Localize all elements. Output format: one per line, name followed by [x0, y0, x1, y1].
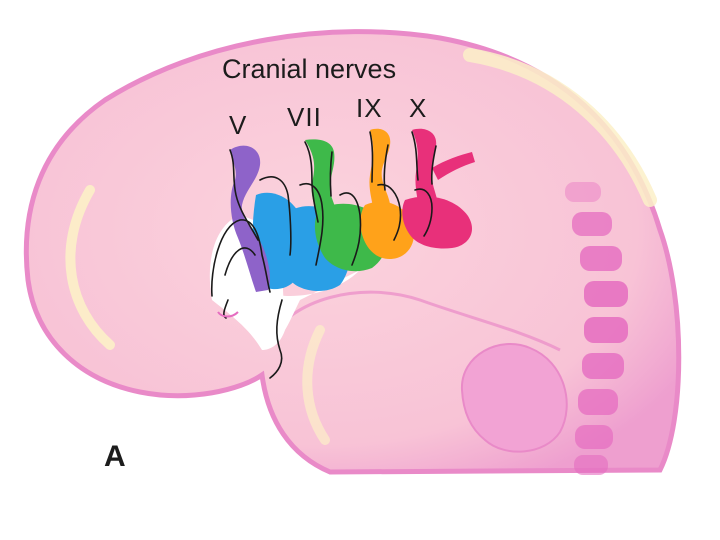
somite — [574, 455, 608, 475]
nerve-label-vii: VII — [287, 102, 322, 132]
limb-region-highlight — [302, 325, 330, 445]
somite — [565, 182, 601, 202]
nerve-label-ix: IX — [356, 93, 383, 123]
nerve-ix-root — [369, 128, 391, 212]
nerve-outline — [383, 144, 389, 191]
nerve-outline — [259, 176, 292, 256]
nerve-outline — [377, 183, 402, 241]
somite — [582, 353, 624, 379]
nerve-x-branch — [432, 152, 475, 180]
nerve-outline — [411, 131, 419, 181]
nerve-outline — [229, 149, 259, 241]
panel-letter: A — [104, 440, 126, 473]
nerve-x-root — [412, 128, 439, 214]
dorsal-highlight — [463, 48, 657, 207]
nerve-label-v: V — [229, 110, 247, 140]
nerve-outline — [269, 299, 283, 379]
forebrain-highlight — [65, 185, 115, 350]
somite — [578, 389, 618, 415]
somite — [572, 212, 612, 236]
nerve-outline — [369, 131, 374, 183]
nerve-outline — [414, 188, 433, 237]
small-curl — [217, 311, 239, 318]
heart-bulge — [268, 290, 561, 352]
nerve-outline — [210, 219, 271, 297]
limb-bud — [460, 343, 568, 453]
nerve-outline — [339, 192, 362, 266]
nerve-vii-root — [305, 139, 337, 222]
somite — [580, 246, 622, 271]
nerve-label-x: X — [409, 93, 427, 123]
nerve-outline — [430, 145, 437, 185]
somites — [565, 182, 628, 475]
somite — [584, 281, 628, 307]
nerve-outline — [224, 247, 256, 276]
somite — [575, 425, 613, 449]
nerve-outline — [329, 151, 333, 197]
figure-title: Cranial nerves — [222, 54, 396, 84]
somite — [584, 317, 628, 343]
pharynx-lower — [262, 270, 360, 345]
nerve-outline — [299, 183, 324, 266]
nerve-v-root — [230, 145, 270, 292]
